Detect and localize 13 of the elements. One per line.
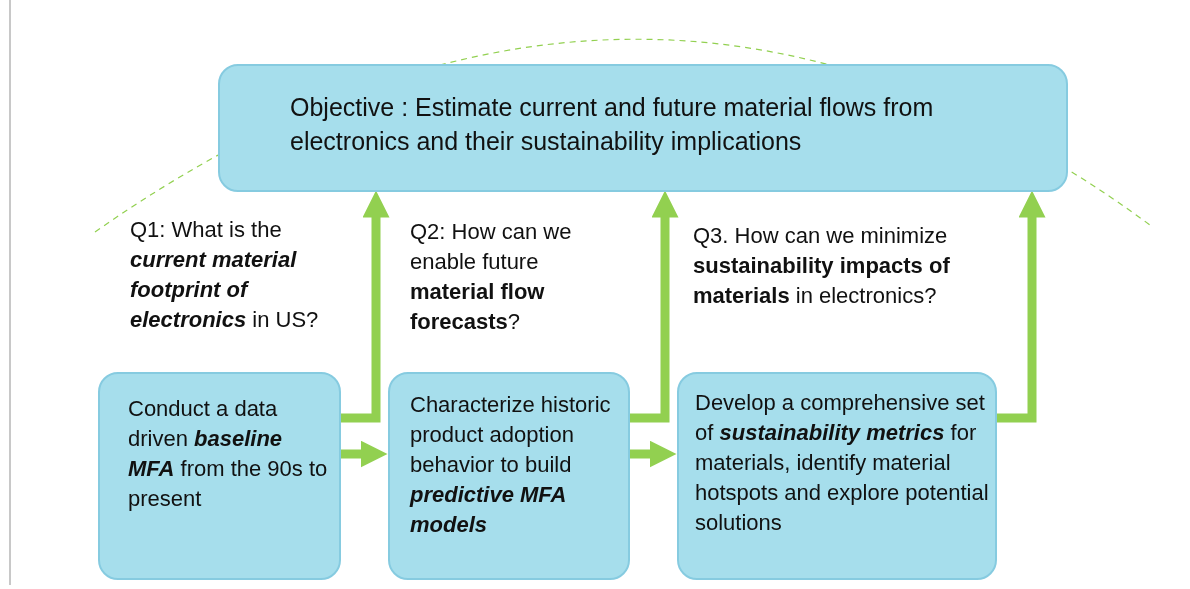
box-text: Characterize historic product adoption behavior to build predictive MFA models [410,391,612,539]
box-text: Conduct a data driven baseline MFA from the 90s to present [128,395,329,513]
box-text: Objective : Estimate current and future material flows from electronics and their sustainability implications [290,92,935,157]
objective-box [218,64,1068,192]
question-text: Q3. How can we minimize sustainability impacts of materials in electronics? [693,222,951,310]
arrow [341,440,388,468]
box-text: Develop a comprehensive set of sustainability metrics for materials, identify material hotspots and explore potential solutions [695,389,990,537]
step-box [98,372,341,580]
step-box [677,372,997,580]
arrow [630,440,677,468]
question-text: Q1: What is the current material footprint of electronics in US? [130,216,320,334]
question-text: Q2: How can we enable future material flow forecasts? [410,218,573,336]
step-box [388,372,630,580]
